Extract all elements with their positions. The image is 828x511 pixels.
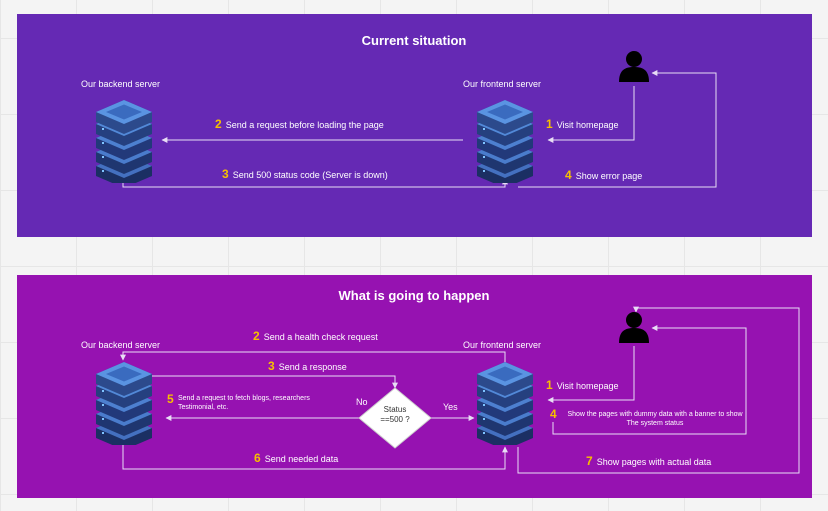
step-text: Visit homepage (556, 120, 619, 130)
top-arrow-show-error (518, 70, 717, 188)
bottom-arrow-visit-homepage (547, 346, 635, 403)
top-user-icon (619, 50, 649, 82)
decision-line-1: Status (383, 405, 407, 414)
step-number: 7 (586, 454, 593, 468)
decision-text: Status ==500 ? (359, 405, 431, 426)
bottom-step-5: 5 (167, 393, 178, 405)
bottom-arrow-send-response (150, 375, 398, 389)
step-number: 2 (253, 329, 260, 343)
bottom-backend-server-icon (96, 361, 152, 445)
step-text: Send a request before loading the page (225, 120, 384, 130)
bottom-arrow-send-needed-data (122, 444, 508, 470)
decision-diamond (358, 387, 432, 449)
step-text: Send 500 status code (Server is down) (232, 170, 388, 180)
bottom-step-4-text: Show the pages with dummy data with a ba… (567, 411, 743, 427)
bottom-user-icon (619, 311, 649, 343)
step-text: Send a response (278, 362, 347, 372)
step-number: 4 (565, 168, 572, 182)
step-number: 1 (546, 117, 553, 131)
bottom-arrow-show-actual-data (517, 306, 800, 474)
step-number: 2 (215, 117, 222, 131)
step-number: 3 (268, 359, 275, 373)
bottom-step-5-text: Send a request to fetch blogs, researche… (178, 395, 310, 411)
top-frontend-label: Our frontend server (463, 79, 542, 89)
bottom-backend-label: Our backend server (81, 340, 161, 350)
bottom-arrow-show-dummy-data (552, 325, 747, 435)
step-number: 5 (167, 392, 174, 406)
bottom-arrow-health-check (120, 351, 506, 362)
top-backend-server-icon (96, 99, 152, 183)
top-backend-label: Our backend server (81, 79, 161, 89)
step-text: Show error page (575, 171, 643, 181)
decision-yes-label: Yes (443, 402, 458, 412)
top-title: Current situation (361, 33, 467, 48)
decision-no-label: No (356, 397, 368, 407)
bottom-step-4: 4 (550, 408, 561, 420)
step-number: 3 (222, 167, 229, 181)
step-number: 4 (550, 407, 557, 421)
top-frontend-server-icon (477, 99, 533, 183)
bottom-frontend-server-icon (477, 361, 533, 445)
step-text: Show pages with actual data (596, 457, 712, 467)
step-number: 1 (546, 378, 553, 392)
bottom-title: What is going to happen (338, 288, 490, 303)
decision-line-2: ==500 ? (380, 415, 410, 425)
top-arrow-visit-homepage (547, 86, 635, 143)
step-text: Visit homepage (556, 381, 619, 391)
step-number: 6 (254, 451, 261, 465)
step-text: Send needed data (264, 454, 339, 464)
step-text: Send a health check request (263, 332, 378, 342)
bottom-frontend-label: Our frontend server (463, 340, 542, 350)
